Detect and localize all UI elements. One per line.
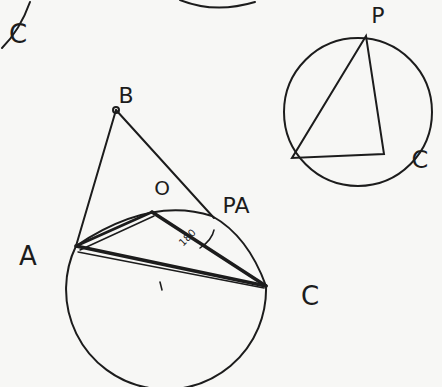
point-label: C bbox=[9, 21, 27, 47]
segment bbox=[76, 110, 116, 246]
angle-mark bbox=[200, 230, 214, 248]
partial-arc bbox=[2, 2, 30, 48]
chord bbox=[76, 246, 266, 286]
tick-mark bbox=[160, 282, 162, 290]
point-label: A bbox=[19, 243, 37, 269]
point-label: B bbox=[118, 85, 133, 107]
point-label: C bbox=[301, 283, 319, 309]
triangle bbox=[292, 36, 384, 158]
circle bbox=[284, 38, 432, 186]
chord bbox=[76, 212, 152, 246]
point-label: O bbox=[154, 178, 170, 198]
point-label: P bbox=[371, 5, 384, 27]
point bbox=[113, 107, 119, 113]
partial-arc bbox=[180, 0, 255, 8]
circle-arc bbox=[76, 210, 266, 286]
point-label: PA bbox=[223, 195, 250, 217]
chord bbox=[78, 252, 264, 288]
point-label: C bbox=[412, 148, 429, 172]
chord bbox=[80, 216, 154, 250]
segment bbox=[116, 110, 214, 218]
